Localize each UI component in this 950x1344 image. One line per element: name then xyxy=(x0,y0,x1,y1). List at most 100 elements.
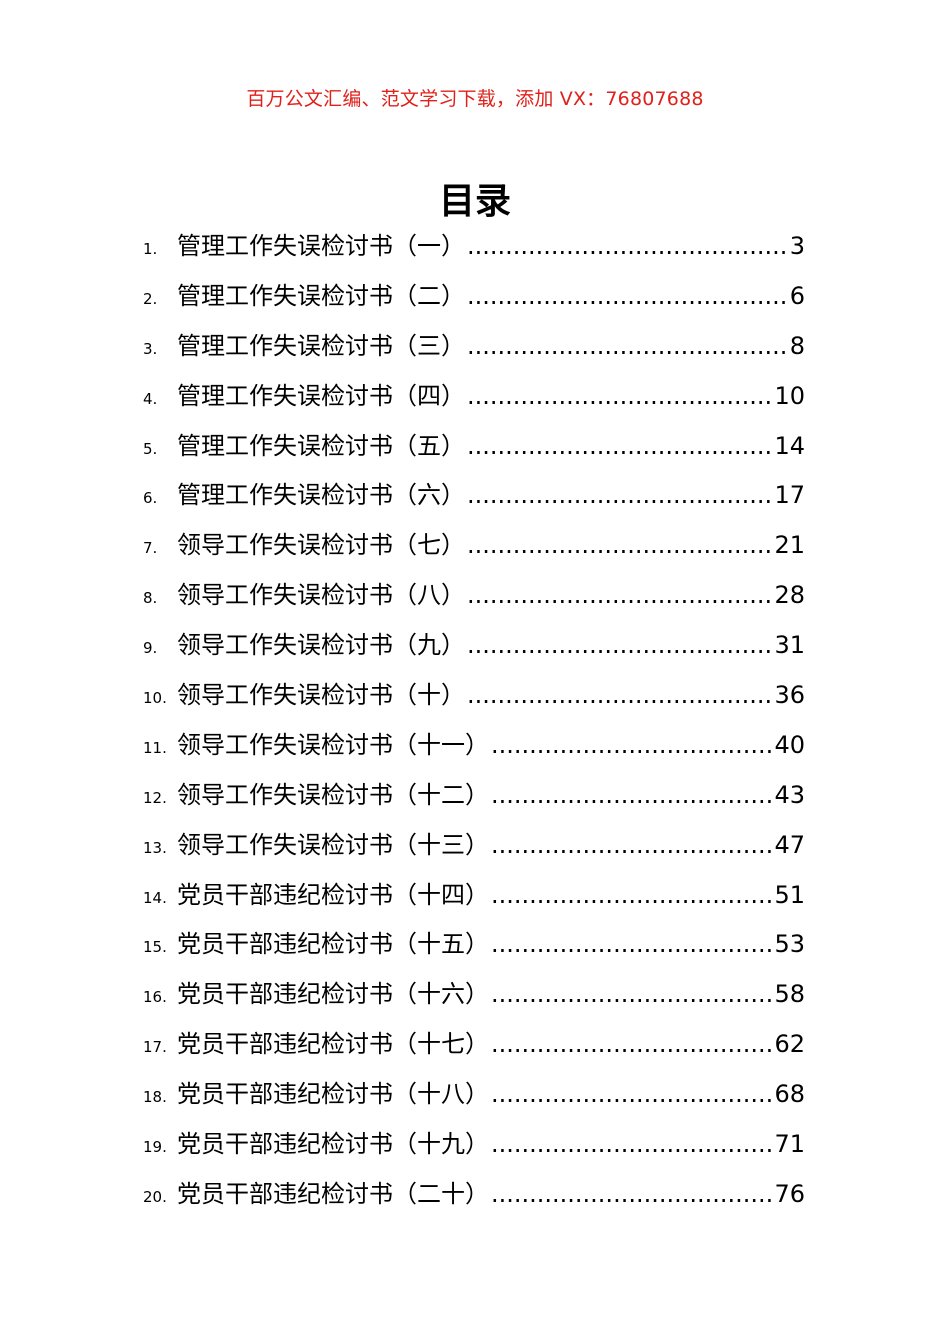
table-of-contents: 1. 管理工作失误检讨书（一） 3 2. 管理工作失误检讨书（二） 6 3. 管理工作失误… xyxy=(143,226,805,1224)
toc-page: 58 xyxy=(774,980,805,1009)
toc-entry[interactable]: 17. 党员干部违纪检讨书（十七） 62 xyxy=(143,1024,805,1074)
toc-title: 管理工作失误检讨书（六） xyxy=(177,481,465,510)
leader-dots xyxy=(491,930,772,958)
toc-title: 领导工作失误检讨书（十一） xyxy=(177,730,489,759)
toc-number: 7. xyxy=(143,539,158,558)
toc-number: 4. xyxy=(143,389,158,408)
toc-entry[interactable]: 5. 管理工作失误检讨书（五） 14 xyxy=(143,426,805,476)
leader-dots xyxy=(491,1080,772,1108)
toc-title: 党员干部违纪检讨书（十九） xyxy=(177,1130,489,1159)
toc-entry[interactable]: 2. 管理工作失误检讨书（二） 6 xyxy=(143,276,805,326)
leader-dots xyxy=(491,1130,772,1158)
toc-entry[interactable]: 6. 管理工作失误检讨书（六） 17 xyxy=(143,475,805,525)
toc-title: 领导工作失误检讨书（九） xyxy=(177,631,465,660)
leader-dots xyxy=(467,332,788,360)
toc-title: 管理工作失误检讨书（一） xyxy=(177,232,465,260)
toc-page: 17 xyxy=(774,481,805,510)
toc-title: 管理工作失误检讨书（四） xyxy=(177,381,465,410)
toc-number: 20. xyxy=(143,1187,167,1206)
toc-number: 14. xyxy=(143,888,167,907)
toc-number: 13. xyxy=(143,838,167,857)
toc-page: 10 xyxy=(774,381,805,410)
leader-dots xyxy=(467,382,772,410)
toc-number: 3. xyxy=(143,339,158,358)
leader-dots xyxy=(467,432,772,460)
leader-dots xyxy=(491,980,772,1008)
toc-page: 47 xyxy=(774,830,805,859)
toc-number: 2. xyxy=(143,289,158,308)
toc-number: 6. xyxy=(143,489,158,508)
toc-number: 5. xyxy=(143,439,158,458)
toc-entry[interactable]: 8.领导工作失误检讨书（八）28 xyxy=(143,575,805,625)
toc-entry[interactable]: 12. 领导工作失误检讨书（十二） 43 xyxy=(143,775,805,825)
toc-page: 71 xyxy=(774,1130,805,1159)
toc-page: 53 xyxy=(774,930,805,959)
toc-entry[interactable]: 4. 管理工作失误检讨书（四） 10 xyxy=(143,376,805,426)
toc-title: 党员干部违纪检讨书（十八） xyxy=(177,1080,489,1109)
toc-page: 6 xyxy=(789,281,805,310)
toc-title: 管理工作失误检讨书（二） xyxy=(177,281,465,310)
toc-title: 党员干部违纪检讨书（十四） xyxy=(177,880,489,909)
toc-page: 28 xyxy=(774,581,805,610)
toc-page: 76 xyxy=(774,1179,805,1208)
leader-dots xyxy=(491,731,772,759)
toc-entry[interactable]: 13. 领导工作失误检讨书（十三） 47 xyxy=(143,825,805,875)
toc-number: 19. xyxy=(143,1138,167,1157)
toc-entry[interactable]: 10.领导工作失误检讨书（十）36 xyxy=(143,675,805,725)
toc-title: 领导工作失误检讨书（十三） xyxy=(177,830,489,859)
toc-page: 36 xyxy=(774,681,805,710)
toc-entry[interactable]: 20. 党员干部违纪检讨书（二十） 76 xyxy=(143,1174,805,1224)
toc-entry[interactable]: 15. 党员干部违纪检讨书（十五） 53 xyxy=(143,924,805,974)
header-banner: 百万公文汇编、范文学习下载，添加 VX：76807688 xyxy=(246,88,704,110)
toc-entry[interactable]: 19. 党员干部违纪检讨书（十九） 71 xyxy=(143,1124,805,1174)
leader-dots xyxy=(467,631,772,659)
toc-page: 51 xyxy=(774,880,805,909)
toc-title: 领导工作失误检讨书（八） xyxy=(177,581,465,610)
toc-number: 17. xyxy=(143,1038,167,1057)
toc-page: 43 xyxy=(774,780,805,809)
toc-title: 管理工作失误检讨书（三） xyxy=(177,331,465,360)
leader-dots xyxy=(467,531,772,559)
toc-page: 31 xyxy=(774,631,805,660)
leader-dots xyxy=(467,282,788,310)
toc-page: 14 xyxy=(774,431,805,460)
toc-number: 16. xyxy=(143,988,167,1007)
toc-page: 40 xyxy=(774,730,805,759)
toc-entry[interactable]: 16. 党员干部违纪检讨书（十六） 58 xyxy=(143,974,805,1024)
toc-number: 15. xyxy=(143,938,167,957)
toc-entry[interactable]: 3. 管理工作失误检讨书（三） 8 xyxy=(143,326,805,376)
toc-entry[interactable]: 18. 党员干部违纪检讨书（十八） 68 xyxy=(143,1074,805,1124)
page-title: 目录 xyxy=(438,181,511,222)
toc-number: 10. xyxy=(143,689,167,708)
leader-dots xyxy=(467,581,772,609)
toc-title: 党员干部违纪检讨书（二十） xyxy=(177,1179,489,1208)
toc-entry[interactable]: 9. 领导工作失误检讨书（九） 31 xyxy=(143,625,805,675)
leader-dots xyxy=(491,1030,772,1058)
leader-dots xyxy=(467,481,772,509)
toc-page: 8 xyxy=(789,331,805,360)
toc-page: 21 xyxy=(774,531,805,560)
leader-dots xyxy=(491,781,772,809)
toc-entry[interactable]: 14. 党员干部违纪检讨书（十四） 51 xyxy=(143,875,805,925)
toc-title: 党员干部违纪检讨书（十五） xyxy=(177,930,489,959)
leader-dots xyxy=(491,831,772,859)
toc-page: 3 xyxy=(789,232,805,260)
toc-number: 9. xyxy=(143,639,158,658)
toc-entry[interactable]: 11. 领导工作失误检讨书（十一） 40 xyxy=(143,725,805,775)
toc-page: 62 xyxy=(774,1030,805,1059)
leader-dots xyxy=(491,1180,772,1208)
toc-number: 12. xyxy=(143,788,167,807)
toc-entry[interactable]: 7. 领导工作失误检讨书（七） 21 xyxy=(143,525,805,575)
toc-page: 68 xyxy=(774,1080,805,1109)
toc-title: 管理工作失误检讨书（五） xyxy=(177,431,465,460)
toc-title: 党员干部违纪检讨书（十七） xyxy=(177,1030,489,1059)
leader-dots xyxy=(467,681,772,709)
toc-title: 领导工作失误检讨书（十二） xyxy=(177,780,489,809)
toc-title: 党员干部违纪检讨书（十六） xyxy=(177,980,489,1009)
leader-dots xyxy=(491,881,772,909)
toc-number: 11. xyxy=(143,738,167,757)
toc-title: 领导工作失误检讨书（七） xyxy=(177,531,465,560)
toc-number: 1. xyxy=(143,240,158,258)
toc-number: 18. xyxy=(143,1088,167,1107)
toc-entry[interactable]: 1. 管理工作失误检讨书（一） 3 xyxy=(143,226,805,276)
